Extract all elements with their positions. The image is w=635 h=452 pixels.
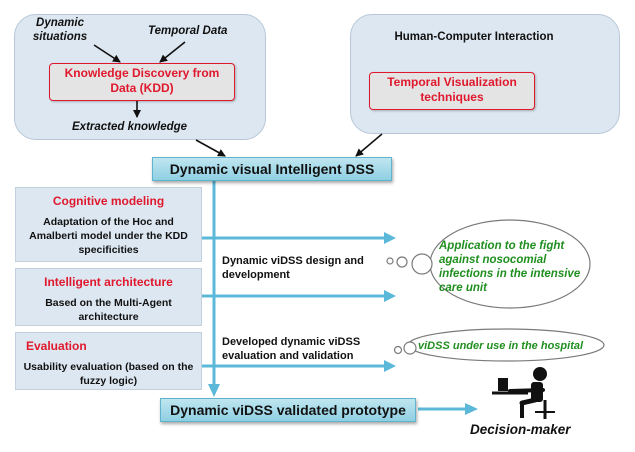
cognitive-modeling-heading: Cognitive modeling — [52, 194, 165, 208]
intelligent-architecture-heading: Intelligent architecture — [44, 275, 173, 289]
arrow-left-panel-to-bar — [195, 139, 226, 157]
temporal-data-label: Temporal Data — [148, 25, 228, 37]
arrow-evaluation-head — [384, 360, 396, 372]
arrow-right-panel-to-bar — [355, 133, 383, 157]
arrow-to-decision-maker-head — [465, 403, 478, 415]
dynamic-visual-idss-bar: Dynamic visual Intelligent DSS — [152, 157, 392, 181]
application-cloud — [386, 219, 591, 309]
decision-maker-label: Decision-maker — [470, 422, 571, 437]
hci-label: Human-Computer Interaction — [394, 31, 554, 43]
use-cloud-text: viDSS under use in the hospital — [418, 340, 584, 352]
arrow-design-head — [384, 232, 396, 244]
evaluation-body: Usability evaluation (based on the fuzzy… — [23, 361, 194, 387]
design-development-label: Dynamic viDSS design and development — [222, 255, 364, 281]
extracted-knowledge-label: Extracted knowledge — [72, 121, 188, 133]
application-cloud-text: Application to the fight against nosocom… — [439, 240, 581, 294]
arrow-architecture-head — [384, 290, 396, 302]
intelligent-architecture-body: Based on the Multi-Agent architecture — [45, 297, 172, 323]
spine-arrowhead — [208, 384, 220, 397]
kdd-box: Knowledge Discovery from Data (KDD) — [49, 63, 235, 101]
cognitive-modeling-box: Cognitive modeling Adaptation of the Hoc… — [15, 187, 202, 262]
temporal-visualization-box: Temporal Visualization techniques — [369, 72, 535, 110]
cognitive-modeling-body: Adaptation of the Hoc and Amalberti mode… — [29, 216, 188, 256]
intelligent-architecture-box: Intelligent architecture Based on the Mu… — [15, 268, 202, 326]
decision-maker-icon — [492, 367, 555, 419]
evaluation-box: Evaluation Usability evaluation (based o… — [15, 332, 202, 390]
validated-prototype-bar: Dynamic viDSS validated prototype — [160, 398, 416, 422]
evaluation-heading: Evaluation — [26, 339, 87, 353]
arrow-dynamic-to-kdd — [93, 44, 121, 63]
use-cloud — [393, 328, 605, 362]
dynamic-situations-label: Dynamic situations — [32, 17, 88, 43]
evaluation-validation-label: Developed dynamic viDSS evaluation and v… — [222, 336, 361, 362]
arrow-temporal-to-kdd — [159, 41, 186, 63]
